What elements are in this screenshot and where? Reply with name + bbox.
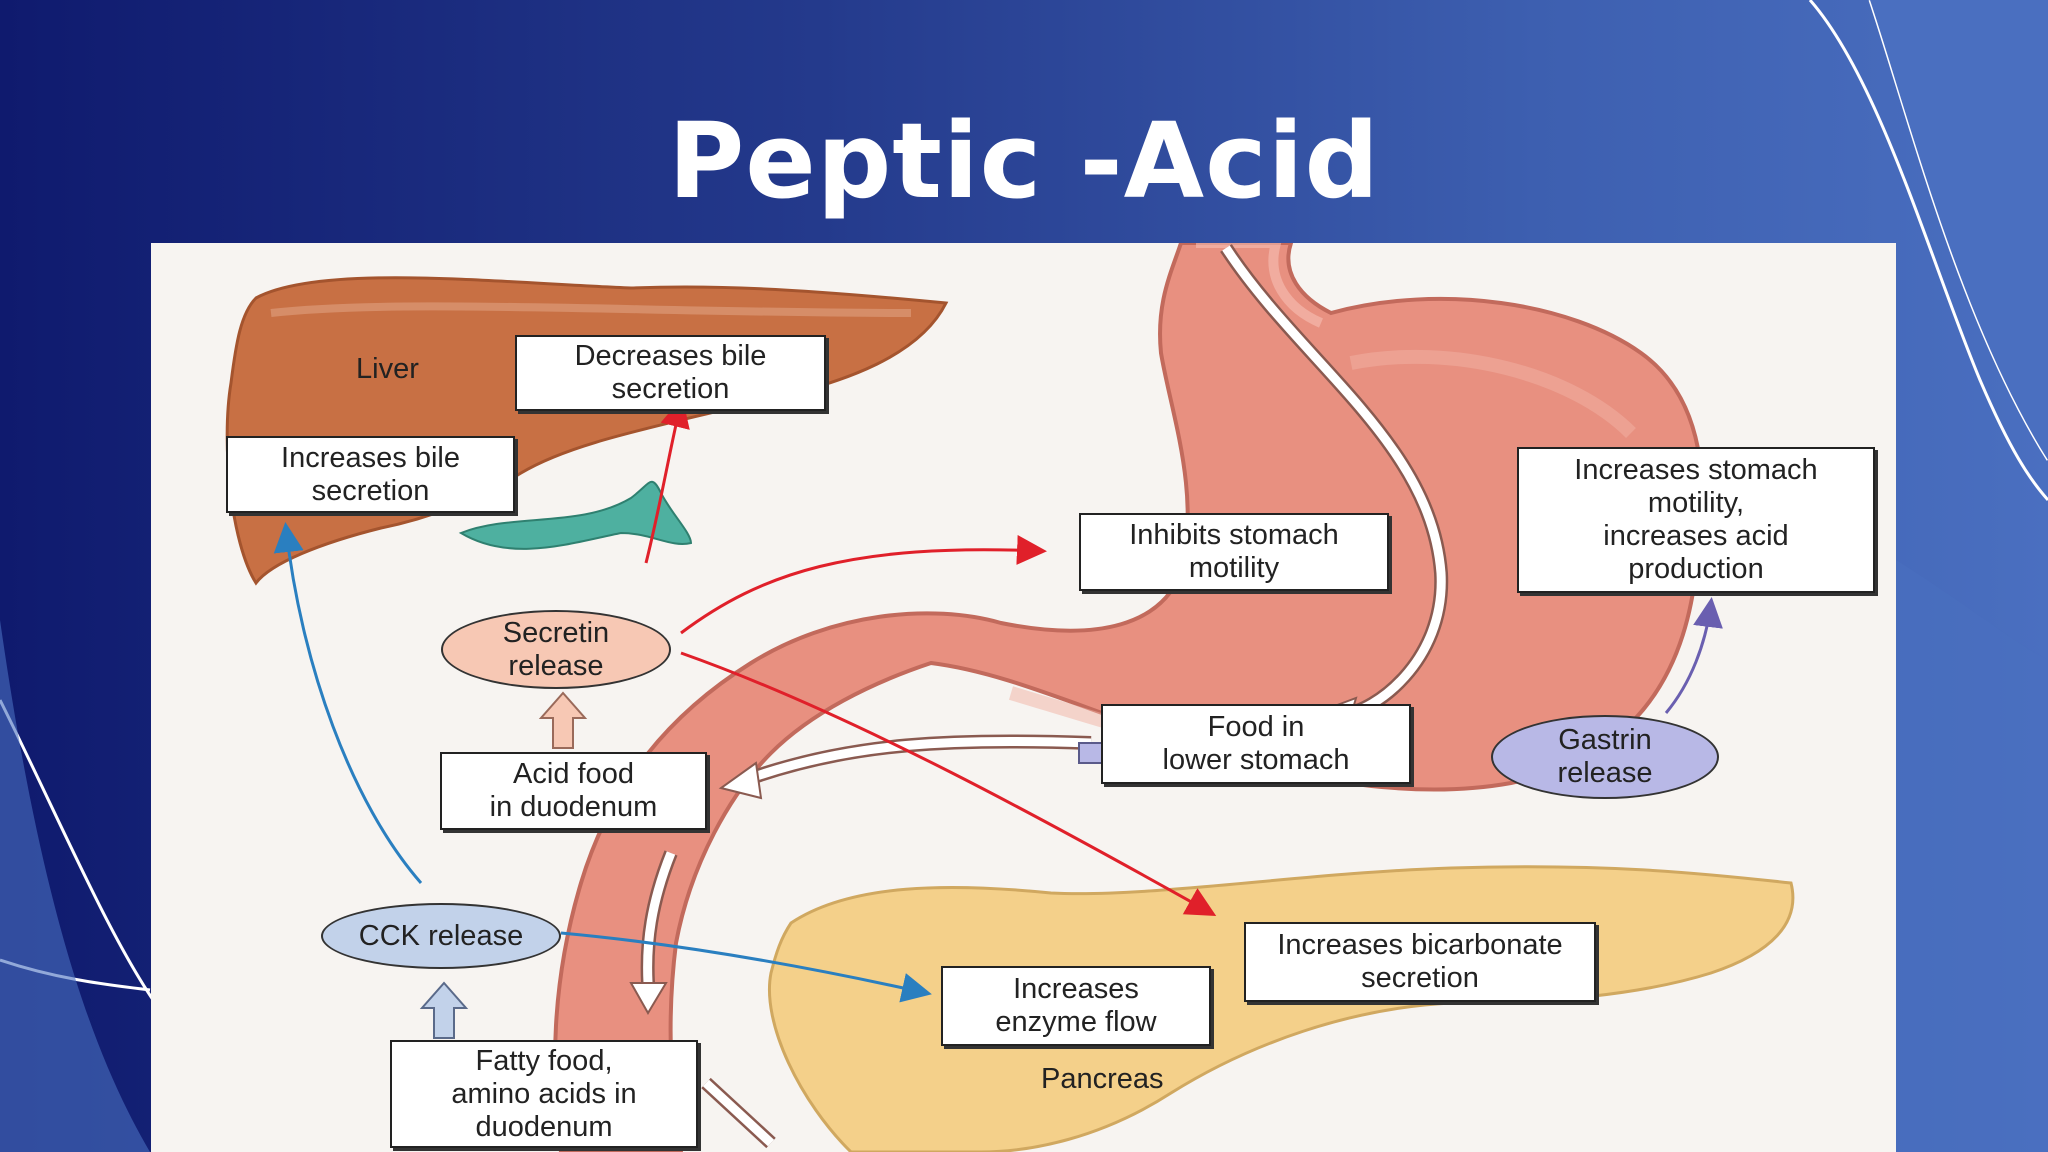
physiology-diagram: Liver Pancreas Increases bile secretion …	[151, 243, 1896, 1152]
gastrin-release-oval: Gastrin release	[1491, 715, 1719, 799]
inhibits-motility-box: Inhibits stomach motility	[1079, 513, 1389, 591]
arrow-fatty-to-cck	[419, 981, 469, 1039]
pancreas-label: Pancreas	[1041, 1063, 1164, 1095]
food-lower-stomach-box: Food in lower stomach	[1101, 704, 1411, 784]
decreases-bile-box: Decreases bile secretion	[515, 335, 826, 411]
secretin-release-oval: Secretin release	[441, 610, 671, 689]
increases-stomach-box: Increases stomach motility, increases ac…	[1517, 447, 1875, 593]
slide-title: Peptic -Acid	[668, 100, 1380, 222]
increases-bile-box: Increases bile secretion	[226, 436, 515, 513]
increases-bicarbonate-box: Increases bicarbonate secretion	[1244, 922, 1596, 1002]
acid-food-box: Acid food in duodenum	[440, 752, 707, 830]
pancreas-shape	[768, 865, 1795, 1152]
cck-release-oval: CCK release	[321, 903, 561, 969]
increases-enzyme-box: Increases enzyme flow	[941, 966, 1211, 1046]
fatty-food-box: Fatty food, amino acids in duodenum	[390, 1040, 698, 1148]
arrow-acid-to-secretin	[538, 691, 588, 749]
bile-duct-shape	[458, 480, 693, 550]
liver-label: Liver	[356, 353, 419, 385]
